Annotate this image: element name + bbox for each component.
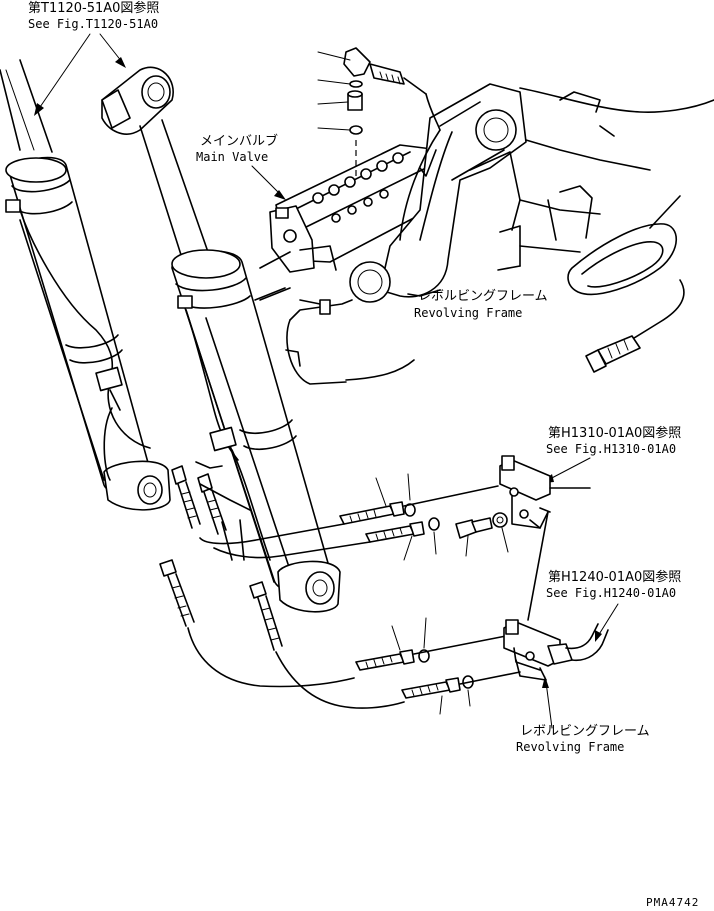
revolving-frame-top-label-jp: レボルビングフレーム [418, 289, 548, 304]
ref-h1310-jp: 第H1310-01A0図参照 [548, 425, 681, 441]
revolving-frame-bottom-label-jp: レボルビングフレーム [520, 724, 650, 739]
upper-manifold-block [499, 455, 591, 529]
lower-manifold-block [503, 619, 609, 681]
revolving-frame-top [259, 83, 714, 385]
ref-t1120-jp: 第T1120-51A0図参照 [28, 0, 159, 16]
upper-right-pipe [585, 279, 685, 373]
left-hydraulic-cylinder [0, 59, 171, 511]
lower-hoses [159, 511, 549, 715]
ref-h1310-en: See Fig.H1310-01A0 [546, 442, 676, 456]
ref-h1240-leader [595, 603, 619, 642]
upper-hose-fittings [199, 473, 509, 561]
revolving-frame-bottom-leader [542, 676, 553, 729]
revolving-frame-top-label-en: Revolving Frame [414, 306, 522, 320]
main-valve-label-en: Main Valve [196, 150, 268, 164]
ref-t1120-en: See Fig.T1120-51A0 [28, 17, 158, 31]
main-valve-leader [251, 165, 286, 200]
revolving-frame-bottom-label-en: Revolving Frame [516, 740, 624, 754]
ref-h1240-jp: 第H1240-01A0図参照 [548, 569, 681, 585]
main-valve [254, 47, 449, 301]
main-valve-label-jp: メインバルブ [200, 133, 278, 149]
drawing-code: PMA4742 [646, 896, 699, 909]
ref-h1240-en: See Fig.H1240-01A0 [546, 586, 676, 600]
right-hydraulic-cylinder [101, 66, 341, 613]
cylinder-bolts [171, 461, 251, 561]
